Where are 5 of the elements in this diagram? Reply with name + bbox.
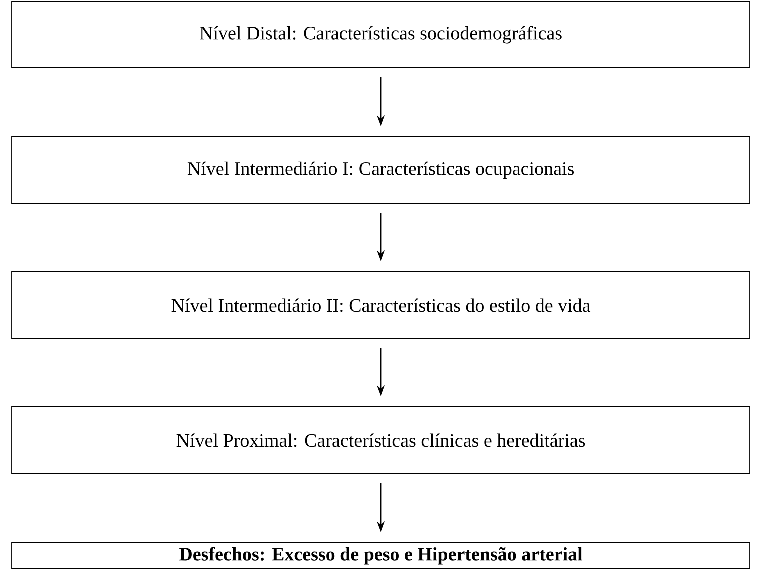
level-box: Nível Distal: Características sociodemográficas: [12, 2, 750, 68]
level-box: Desfechos: Excesso de peso e Hipertensão arterial: [12, 542, 750, 570]
level-box: Nível Intermediário II: Características do estilo de vida: [12, 272, 750, 340]
level-box: Nível Intermediário I: Características ocupacionais: [12, 136, 750, 204]
level-box: Nível Proximal: Características clínicas e hereditárias: [12, 406, 750, 474]
